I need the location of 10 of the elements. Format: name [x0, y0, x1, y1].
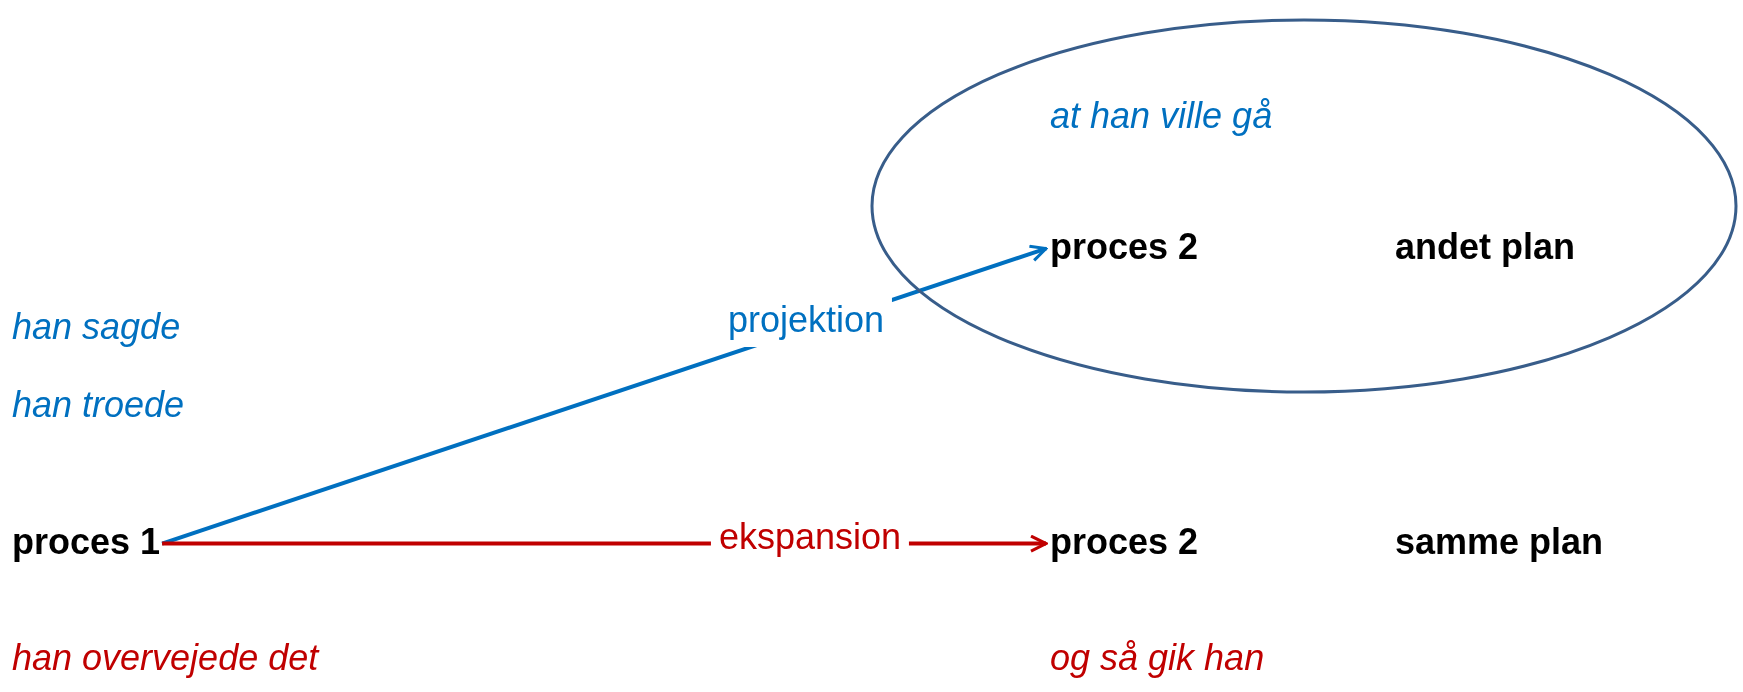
process-label: proces 2: [1050, 220, 1199, 274]
ellipse-text: at han ville gå: [1050, 94, 1273, 138]
ellipse-text: andet plan: [1395, 225, 1576, 269]
text-label: han troede: [12, 383, 185, 427]
text-label: han overvejede det: [12, 636, 319, 680]
text-label: han sagde: [12, 305, 181, 349]
text-label: og så gik han: [1050, 636, 1265, 680]
process-label: proces 1: [12, 515, 161, 569]
text-label: samme plan: [1395, 520, 1604, 564]
process-label: proces 2: [1050, 515, 1199, 569]
